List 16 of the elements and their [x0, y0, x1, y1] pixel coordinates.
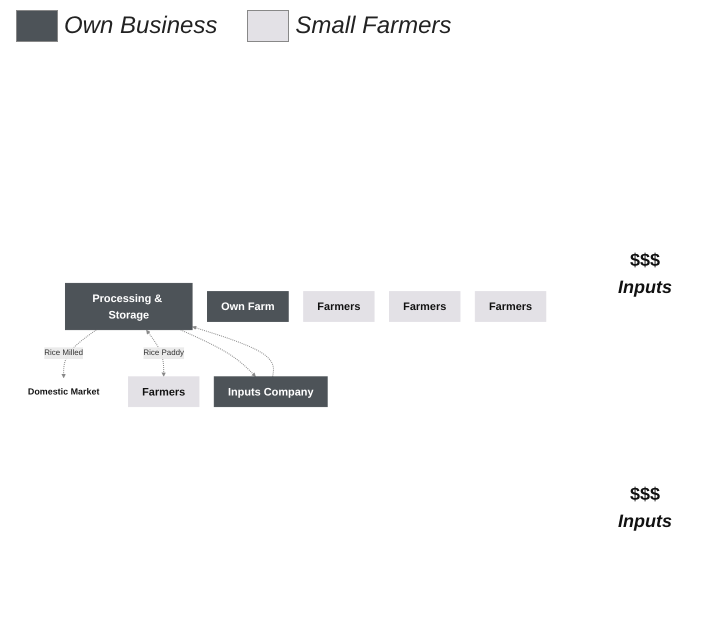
flow-note: Inputs [618, 511, 672, 532]
arrow [180, 329, 256, 377]
legend-label: Own Business [64, 12, 218, 40]
flow-note: $$$ [630, 250, 660, 271]
node-box: Farmers [128, 376, 200, 408]
legend-label: Small Farmers [295, 12, 452, 40]
node-box: Processing & Storage [64, 282, 193, 330]
flow-note: Inputs [618, 277, 672, 298]
node-text: Domestic Market [28, 386, 100, 396]
arrow [192, 326, 274, 378]
node-box: Inputs Company [214, 376, 328, 408]
node-box: Farmers [389, 291, 460, 322]
node-box: Farmers [303, 291, 375, 322]
node-box: Own Farm [207, 291, 289, 322]
node-box: Farmers [474, 291, 546, 322]
flow-note: $$$ [630, 484, 660, 505]
